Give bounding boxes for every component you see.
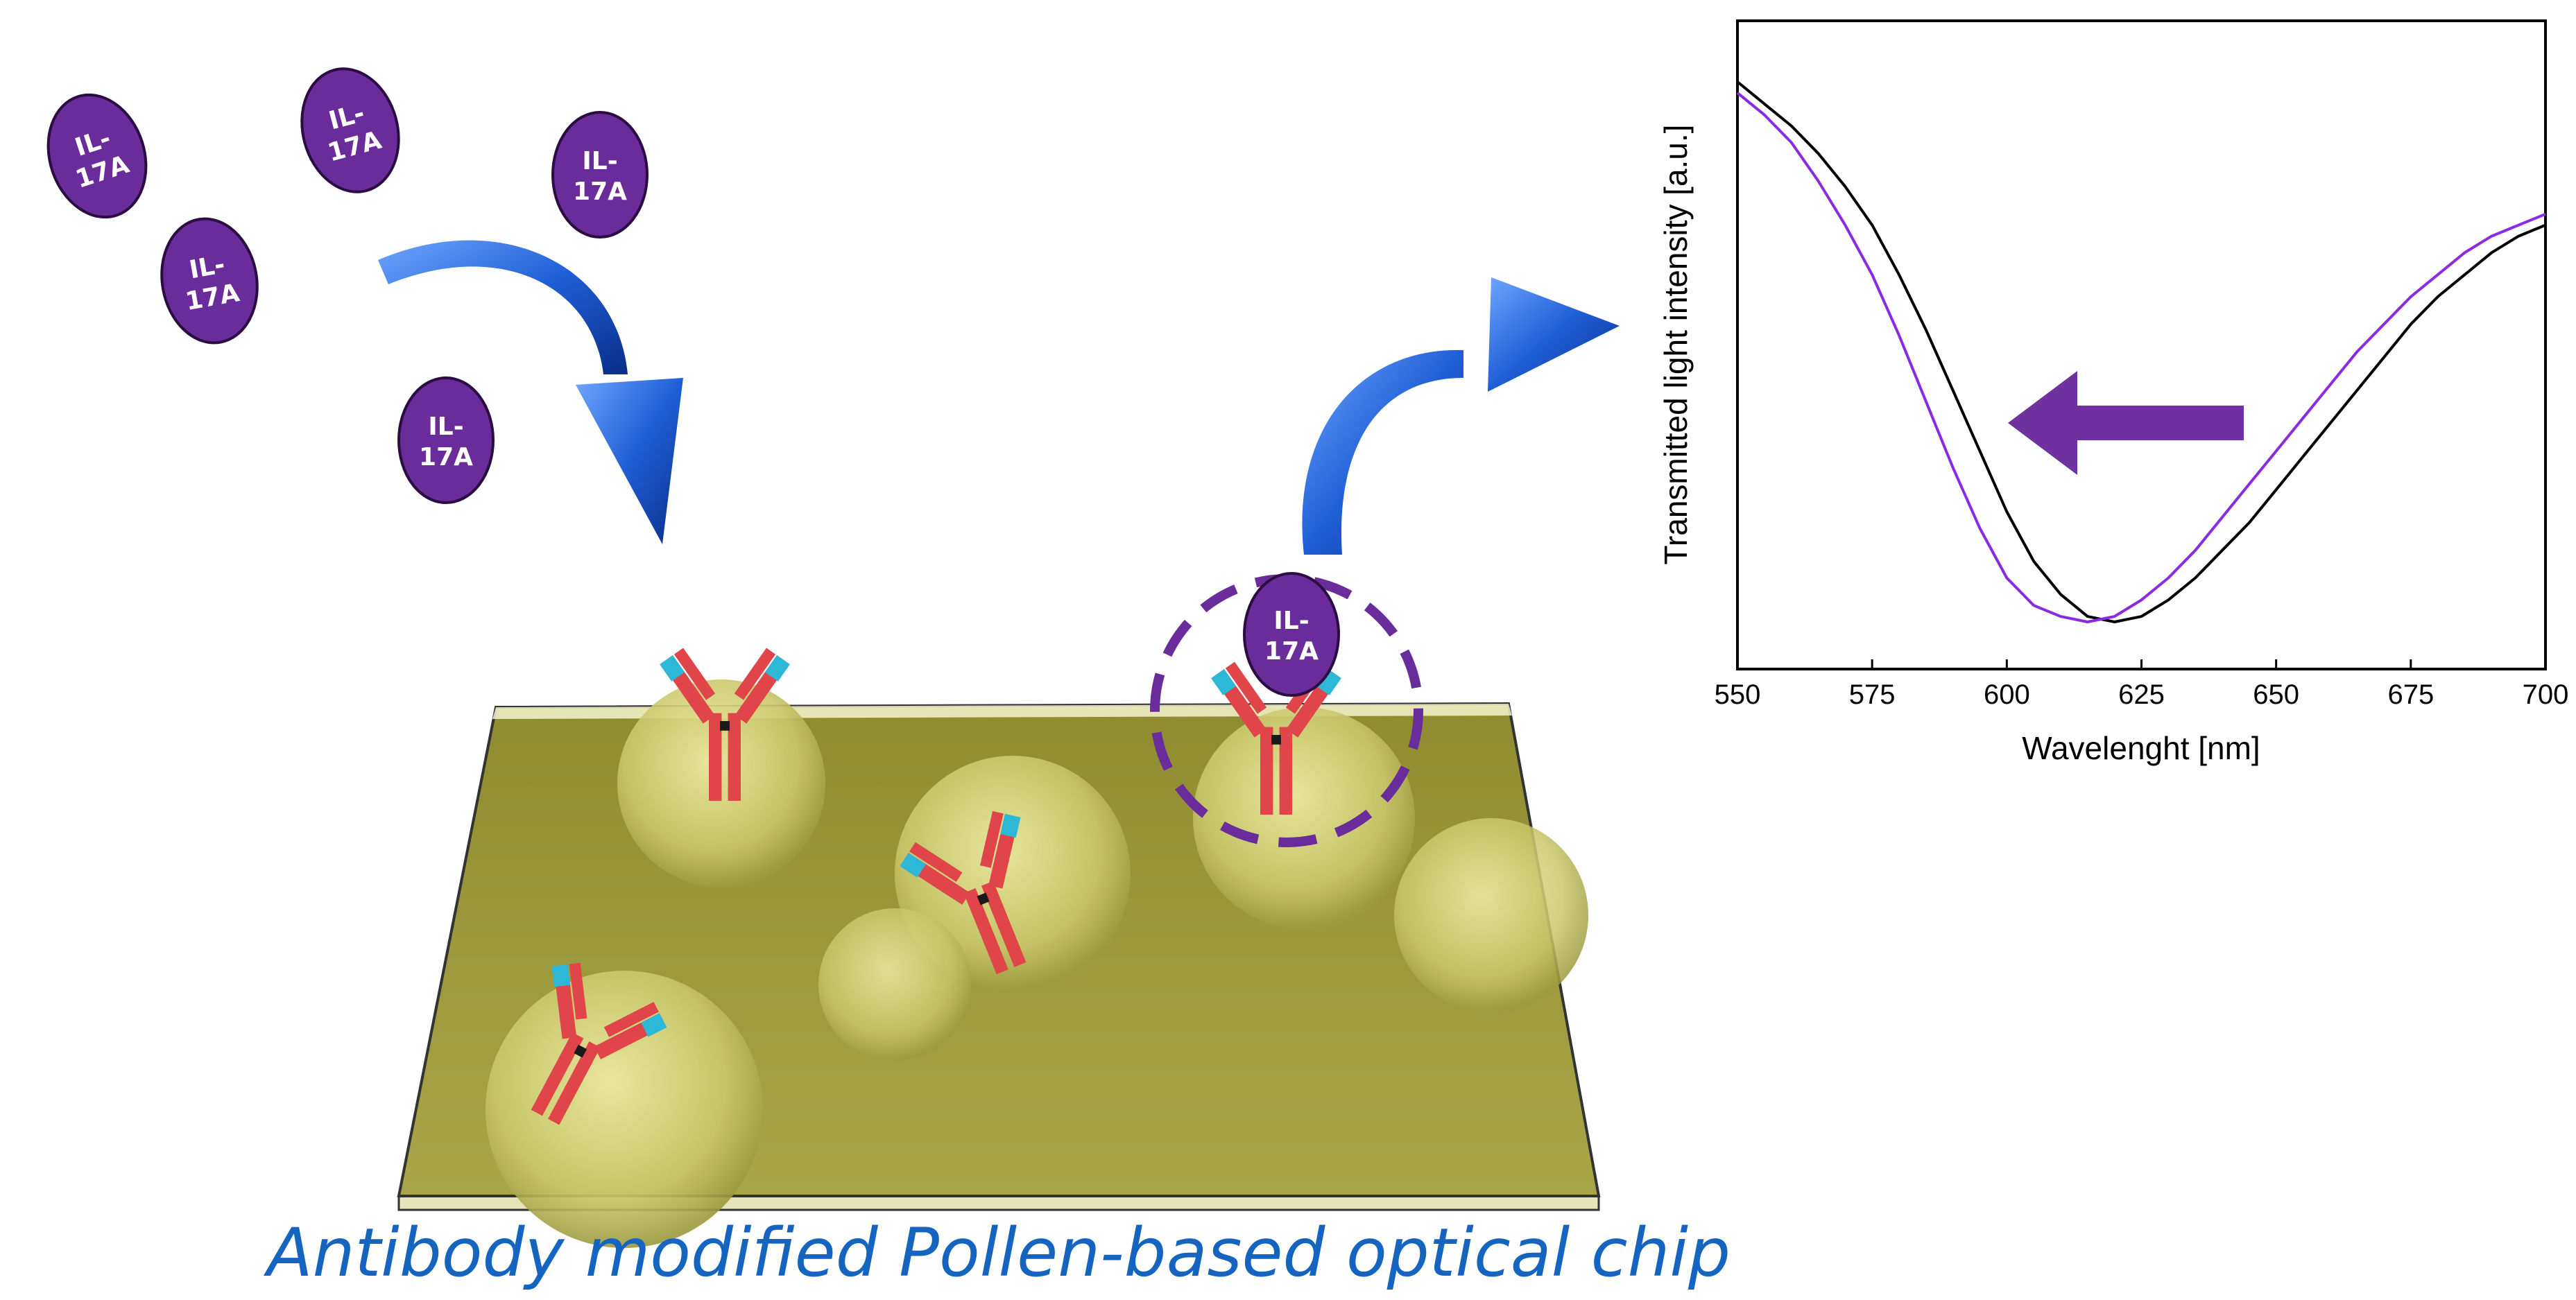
il17a-label-line2: 17A: [573, 177, 627, 206]
x-tick-label: 600: [1984, 679, 2030, 710]
il17a-label-line2: 17A: [419, 443, 473, 471]
spectrum-chart: 550 575 600 625 650 675 700 Wavelenght [nm] Tr…: [1658, 19, 2569, 766]
il17a-label-line1: IL-: [1273, 607, 1309, 635]
x-axis-ticks: 550 575 600 625 650 675 700: [1715, 659, 2569, 710]
il17a-label-line1: IL-: [187, 250, 227, 284]
x-tick-label: 575: [1849, 679, 1896, 710]
x-tick-label: 675: [2387, 679, 2434, 710]
spectrum-series-line: [1736, 92, 2546, 623]
y-axis-label: Transmitted light intensity [a.u.]: [1658, 125, 1694, 565]
x-tick-label: 625: [2118, 679, 2165, 710]
free-molecules: IL- 17A IL- 17A IL- 17A IL- 17A IL- 17A: [46, 67, 649, 504]
il17a-molecule: IL- 17A: [300, 67, 400, 193]
x-tick-label: 700: [2523, 679, 2569, 710]
il17a-molecule: IL- 17A: [46, 93, 148, 219]
bound-complex: IL- 17A: [1150, 572, 1423, 847]
spectrum-series-line: [1736, 80, 2546, 623]
readout-arrow: [1302, 277, 1620, 555]
il17a-label-line2: 17A: [1264, 637, 1319, 666]
x-tick-label: 550: [1715, 679, 1761, 710]
pollen-grains: [486, 679, 1588, 1248]
spectrum-curves: [1736, 80, 2546, 623]
il17a-label-line1: IL-: [428, 413, 463, 441]
x-axis-label: Wavelenght [nm]: [2022, 730, 2260, 766]
il17a-molecule: IL- 17A: [397, 376, 495, 504]
x-tick-label: 650: [2253, 679, 2299, 710]
il17a-label-line1: IL-: [582, 147, 617, 175]
il17a-molecule-bound: IL- 17A: [1243, 572, 1340, 697]
binding-arrow: [378, 240, 683, 544]
caption: Antibody modified Pollen-based optical c…: [263, 1214, 1731, 1292]
shift-arrow: [2008, 371, 2244, 475]
il17a-molecule: IL- 17A: [551, 111, 649, 239]
plot-frame: [1736, 19, 2547, 670]
il17a-molecule: IL- 17A: [160, 217, 259, 345]
